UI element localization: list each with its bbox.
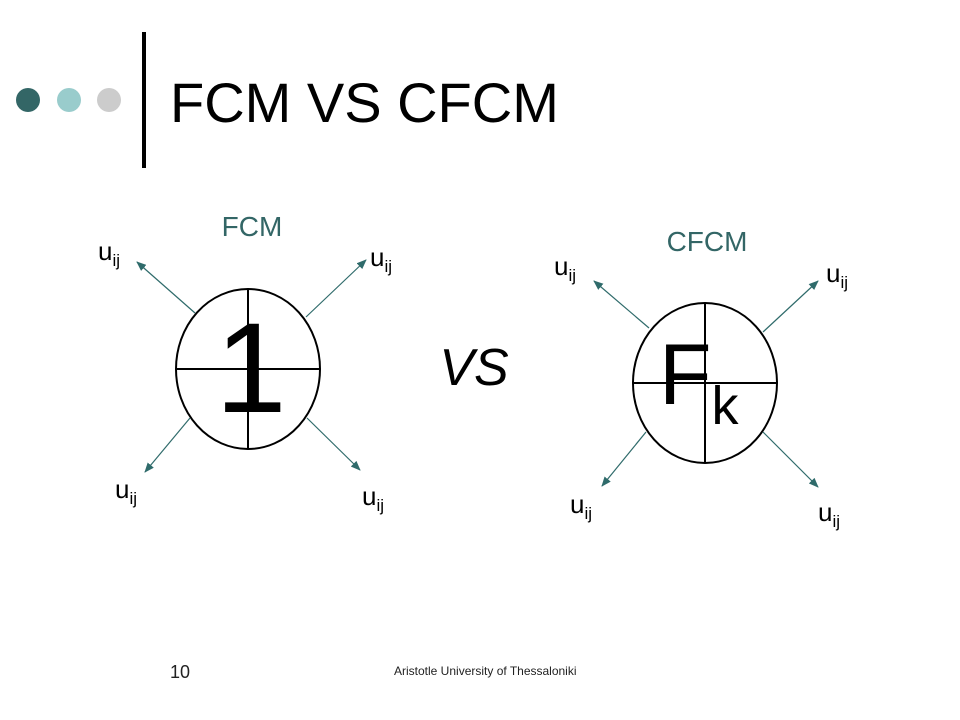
- fcm-diagram: FCM 1 uij uij uij uij: [98, 211, 392, 515]
- bullet-dot-dark: [16, 88, 40, 112]
- cfcm-node-value: Fk: [659, 327, 740, 436]
- fcm-edge-label-top-left: uij: [98, 236, 120, 270]
- footer-institution: Aristotle University of Thessaloniki: [394, 664, 577, 678]
- page-number: 10: [170, 662, 191, 682]
- cfcm-arrow-top-left: [593, 280, 650, 329]
- cfcm-arrow-bottom-right: [762, 431, 819, 488]
- cfcm-edge-label-bottom-right: uij: [818, 497, 840, 531]
- cfcm-arrow-bottom-left: [601, 431, 647, 487]
- fcm-edge-label-bottom-right: uij: [362, 481, 384, 515]
- cfcm-edge-label-top-left: uij: [554, 251, 576, 285]
- fcm-edge-label-top-right: uij: [370, 242, 392, 276]
- cfcm-label: CFCM: [667, 226, 748, 257]
- fcm-node-value: 1: [215, 297, 286, 440]
- fcm-arrow-bottom-left: [144, 417, 191, 473]
- fcm-edge-label-bottom-left: uij: [115, 474, 137, 508]
- cfcm-edge-label-bottom-left: uij: [570, 489, 592, 523]
- vs-label: VS: [439, 339, 509, 397]
- bullet-dot-light: [57, 88, 81, 112]
- fcm-arrow-top-right: [305, 259, 367, 318]
- fcm-arrow-bottom-right: [306, 417, 361, 471]
- bullet-dot-gray: [97, 88, 121, 112]
- fcm-arrow-top-left: [136, 261, 196, 314]
- cfcm-diagram: CFCM Fk uij uij uij uij: [554, 226, 848, 531]
- cfcm-edge-label-top-right: uij: [826, 258, 848, 292]
- cfcm-arrow-top-right: [762, 280, 819, 333]
- slide-title: FCM VS CFCM: [170, 71, 559, 134]
- title-divider: [142, 32, 146, 168]
- fcm-label: FCM: [222, 211, 283, 242]
